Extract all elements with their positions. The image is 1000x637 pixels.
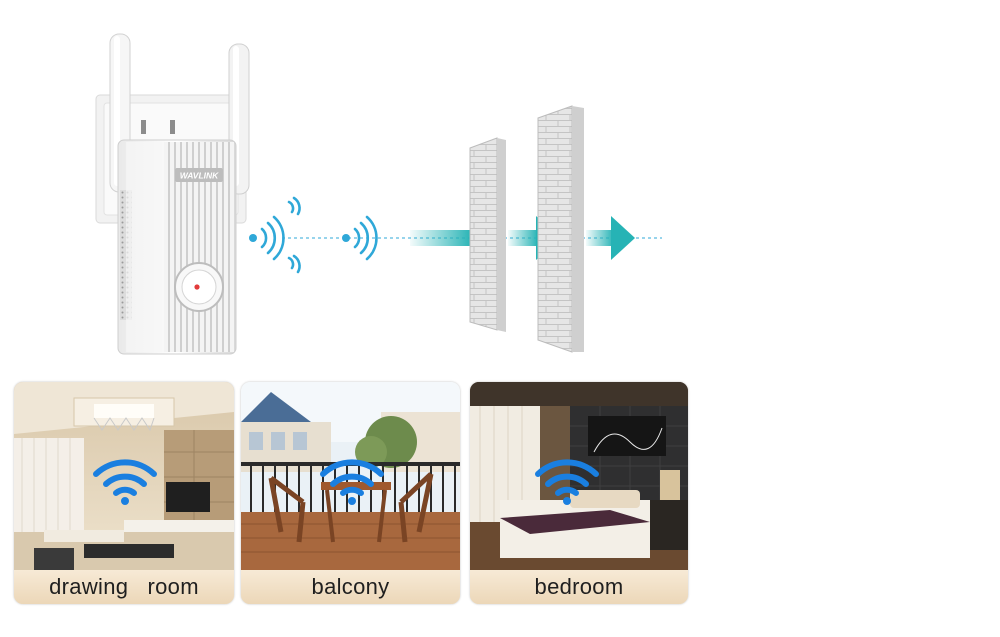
- room-card-bedroom: bedroom: [470, 382, 688, 604]
- signal-waves-icon: [342, 215, 378, 261]
- signal-arrow: [586, 216, 635, 260]
- room-label: balcony: [241, 570, 460, 604]
- room-label: bedroom: [470, 570, 688, 604]
- brick-wall: [469, 137, 506, 332]
- wifi-icon: [320, 459, 384, 505]
- room-card-balcony: balcony: [241, 382, 460, 604]
- signal-waves-icon: [249, 196, 301, 274]
- extender-illustration: WAVLINK: [95, 33, 662, 355]
- brand-logo: WAVLINK: [180, 171, 219, 181]
- room-label: drawing room: [14, 570, 234, 604]
- room-card-drawing-room: drawing room: [14, 382, 234, 604]
- wifi-icon: [93, 459, 157, 505]
- extender-body: WAVLINK: [117, 139, 237, 355]
- brick-wall: [537, 105, 584, 353]
- wifi-icon: [535, 459, 599, 505]
- drawing-room-photo: [14, 382, 234, 570]
- wps-button: [174, 262, 224, 312]
